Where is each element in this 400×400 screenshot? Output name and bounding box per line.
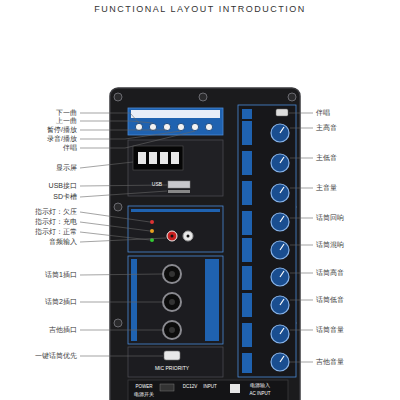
callout-label: 录音/播放 [47, 135, 77, 143]
panel-marking: 电源开关 [134, 393, 154, 398]
callout-label: 主低音 [316, 154, 337, 162]
callout-label: 显示屏 [56, 164, 77, 172]
callout-label: 伴唱 [316, 109, 330, 117]
callout-label: 暂停/播放 [47, 126, 77, 134]
callout-label: 上一曲 [56, 117, 77, 125]
panel-marking: USB [152, 182, 162, 188]
page-title: FUNCTIONAL LAYOUT INTRODUCTION [0, 4, 400, 14]
callout-label: 话筒高音 [316, 269, 344, 277]
callout-label: 话筒低音 [316, 296, 344, 304]
callout-label: 话筒1插口 [45, 271, 77, 279]
panel-marking: DC12V [183, 385, 198, 390]
callout-label: 话筒音量 [316, 326, 344, 334]
callout-label: 吉他插口 [49, 326, 77, 334]
callout-label: 指示灯：充电 [35, 218, 77, 226]
callout-label: 话筒回响 [316, 214, 344, 222]
callout-label: 伴唱 [63, 144, 77, 152]
callout-label: 话筒混响 [316, 241, 344, 249]
callout-label: 下一曲 [56, 109, 77, 117]
callout-label: 主音量 [316, 184, 337, 192]
panel-marking: MIC PRIORITY [155, 366, 189, 372]
panel-marking: 电源输入 [250, 384, 270, 389]
panel-marking: POWER [135, 385, 152, 390]
callout-label: 音频输入 [49, 238, 77, 246]
callout-label: 指示灯：欠压 [35, 208, 77, 216]
callout-label: SD卡槽 [53, 193, 77, 201]
callout-label: 主高音 [316, 124, 337, 132]
callout-label: 指示灯：正常 [35, 228, 77, 236]
leader-lines [80, 113, 195, 356]
callout-label: 吉他音量 [316, 358, 344, 366]
panel-marking: AC INPUT [249, 392, 270, 397]
callout-label: 话筒2插口 [45, 298, 77, 306]
panel-marking: INPUT [203, 385, 217, 390]
callout-label: 一键话筒优先 [35, 352, 77, 360]
callout-label: USB接口 [49, 182, 77, 190]
